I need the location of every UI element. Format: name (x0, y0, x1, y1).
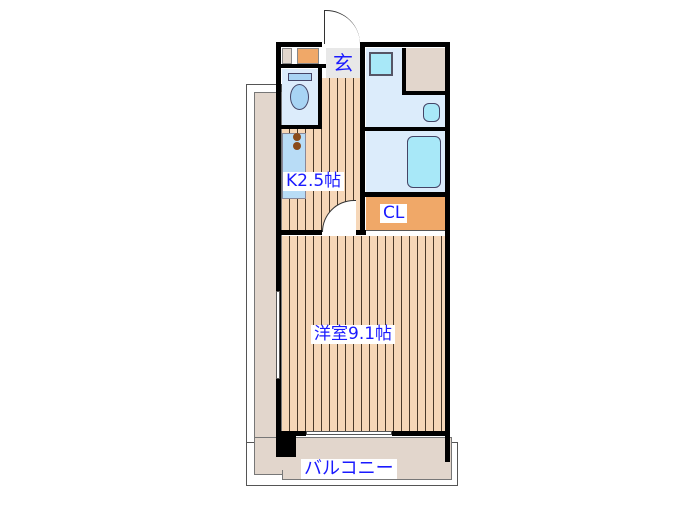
wall-bath-bottom (365, 192, 445, 197)
shoe-cabinet (297, 48, 319, 64)
wall-right (445, 42, 450, 462)
entrance-door[interactable] (324, 10, 360, 44)
sink-icon (423, 103, 440, 122)
wall-left (276, 42, 281, 452)
wall-room-bottom-right (392, 431, 450, 436)
wall-top-right (361, 42, 449, 47)
stove-burner-icon (293, 142, 301, 150)
wall-washroom-bottom (365, 127, 445, 131)
toilet-bowl-icon (290, 84, 309, 110)
wall-room-top-right (356, 230, 366, 235)
storage-small (282, 48, 292, 64)
washing-machine-icon (369, 52, 393, 76)
storage-cabinet (402, 48, 445, 95)
balcony-sliding-door[interactable] (306, 431, 392, 435)
wall-entrance-bottom (276, 64, 326, 68)
wall-toilet-bottom (276, 125, 322, 129)
entrance (326, 48, 360, 78)
stove-burner-icon (293, 133, 301, 141)
wall-hall-right (360, 42, 365, 234)
wall-room-bottom-stub (276, 431, 296, 457)
toilet-tank (288, 73, 312, 81)
balcony-label: バルコニー (301, 459, 397, 479)
wall-top-left (276, 42, 322, 47)
western-room-label: 洋室9.1帖 (311, 325, 396, 344)
closet-label: CL (380, 204, 408, 223)
side-window[interactable] (276, 291, 280, 379)
bathtub-icon (407, 136, 441, 188)
wall-room-top (276, 230, 322, 235)
wall-toilet-right (318, 64, 322, 130)
kitchen-label: K2.5帖 (283, 172, 345, 191)
entrance-label: 玄 (333, 51, 353, 75)
